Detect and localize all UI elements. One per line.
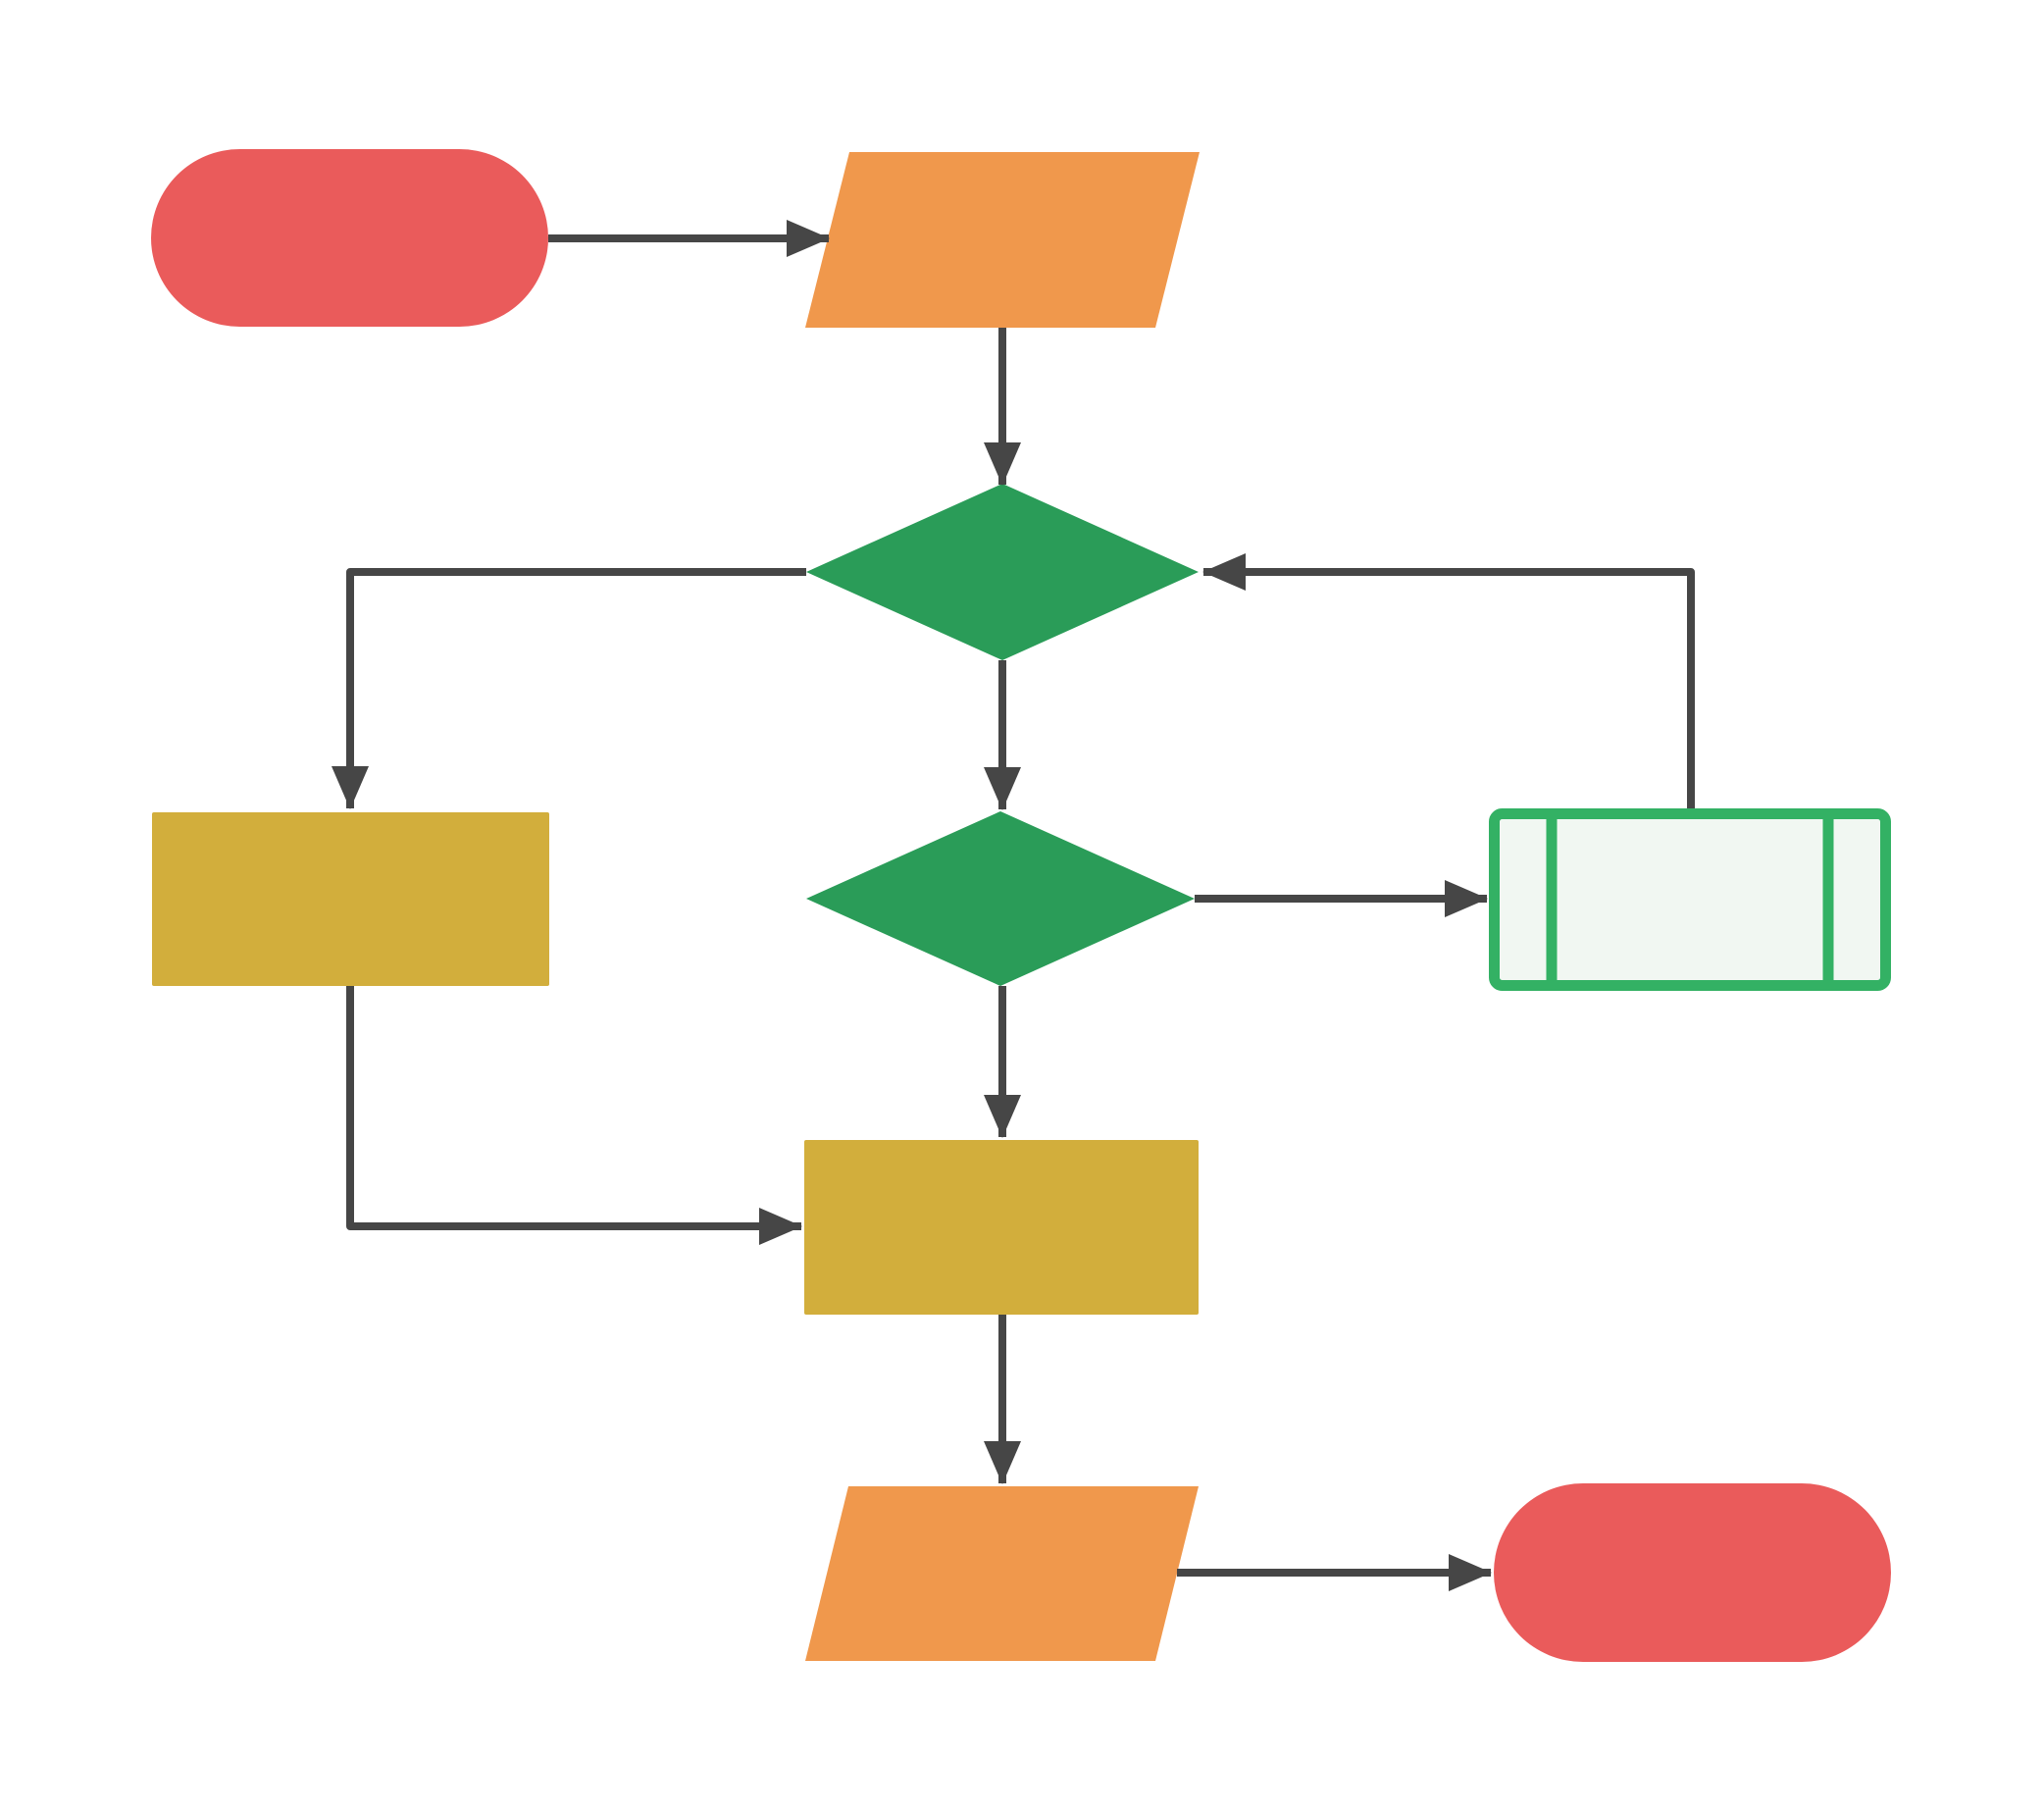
edge-layer bbox=[332, 220, 1695, 1591]
decision-top-diamond bbox=[806, 484, 1199, 660]
start-terminator bbox=[151, 149, 548, 327]
end-terminator bbox=[1494, 1483, 1891, 1662]
edge-decision-top-to-process-left bbox=[332, 568, 806, 809]
io-top-parallelogram bbox=[805, 152, 1200, 328]
edge-process-left-to-process-center bbox=[346, 986, 802, 1245]
node-layer bbox=[151, 149, 1891, 1662]
subroutine-box bbox=[1489, 808, 1891, 991]
edge-subroutine-to-decision-top bbox=[1202, 553, 1695, 808]
decision-bottom-diamond bbox=[806, 811, 1195, 986]
io-bottom-parallelogram bbox=[805, 1486, 1199, 1661]
process-left-rect bbox=[152, 812, 549, 986]
process-center-rect bbox=[804, 1140, 1199, 1315]
